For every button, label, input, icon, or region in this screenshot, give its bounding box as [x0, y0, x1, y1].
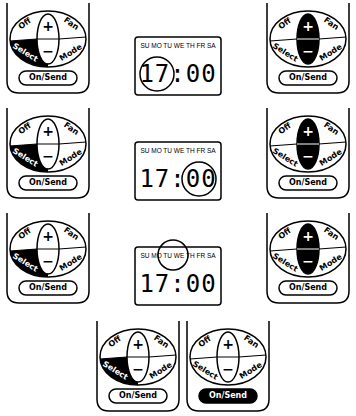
lcd-day-row: SU MO TU WE TH FR SA	[140, 43, 215, 50]
button-divider	[10, 144, 37, 146]
plus-button-label: +	[302, 229, 314, 243]
plus-minus-button	[127, 332, 149, 382]
button-divider	[59, 37, 86, 39]
minus-button-label: −	[42, 254, 54, 268]
remote-body	[187, 321, 269, 411]
button-divider	[37, 144, 59, 145]
plus-button-label: +	[132, 337, 144, 351]
remote-body	[267, 108, 349, 198]
remote-control	[267, 3, 349, 93]
lcd-time-display: 17:00	[139, 62, 216, 86]
button-divider	[127, 357, 149, 358]
plus-button-label: +	[302, 124, 314, 138]
button-divider	[319, 142, 346, 144]
lcd-frame	[135, 37, 221, 95]
send-button-label: On/Send	[289, 179, 327, 187]
plus-button-label: +	[302, 19, 314, 33]
remote-body	[7, 3, 89, 93]
lcd-day-row: SU MO TU WE TH FR SA	[140, 148, 215, 155]
send-button-label: On/Send	[29, 179, 67, 187]
plus-minus-button	[297, 119, 319, 169]
on-send-button	[109, 389, 167, 403]
remote-control	[3, 213, 89, 303]
button-divider	[297, 249, 319, 250]
on-send-button	[19, 281, 77, 295]
send-button-label: On/Send	[289, 284, 327, 292]
button-divider	[270, 39, 297, 41]
send-button-label: On/Send	[119, 392, 157, 400]
button-divider	[270, 249, 297, 251]
lcd-display	[135, 37, 221, 95]
plus-minus-button	[297, 14, 319, 64]
button-divider	[190, 357, 217, 359]
on-send-button	[199, 389, 257, 403]
remote-body	[97, 321, 179, 411]
on-send-button	[279, 176, 337, 190]
plus-button-label: +	[42, 124, 54, 138]
button-divider	[10, 39, 37, 41]
minus-button-label: −	[302, 149, 314, 163]
button-ring	[190, 329, 266, 385]
button-divider	[297, 39, 319, 40]
send-button-label: On/Send	[289, 74, 327, 82]
remote-body	[267, 3, 349, 93]
plus-minus-button	[37, 14, 59, 64]
plus-minus-button	[37, 224, 59, 274]
send-button-label: On/Send	[29, 74, 67, 82]
button-divider	[37, 39, 59, 40]
remote-control	[187, 321, 269, 411]
plus-button-label: +	[42, 19, 54, 33]
plus-minus-button	[37, 119, 59, 169]
remote-body	[267, 213, 349, 303]
button-divider	[319, 247, 346, 249]
button-ring	[270, 116, 346, 172]
button-divider	[59, 247, 86, 249]
remote-control	[267, 108, 349, 198]
lcd-day-row: SU MO TU WE TH FR SA	[140, 253, 215, 260]
button-divider	[100, 357, 127, 359]
button-ring	[270, 11, 346, 67]
minus-button-label: −	[302, 254, 314, 268]
button-divider	[270, 144, 297, 146]
remote-body	[7, 108, 89, 198]
on-send-button	[279, 71, 337, 85]
button-divider	[149, 355, 176, 357]
lcd-display	[135, 240, 221, 305]
lcd-frame	[135, 247, 221, 305]
lcd-frame	[135, 142, 221, 200]
lcd-time-display: 17:00	[139, 272, 216, 296]
remote-body	[7, 213, 89, 303]
on-send-button	[279, 281, 337, 295]
lcd-display	[135, 142, 221, 200]
button-divider	[297, 144, 319, 145]
plus-minus-button	[217, 332, 239, 382]
button-ring	[270, 221, 346, 277]
minus-button-label: −	[42, 44, 54, 58]
remote-control	[267, 213, 349, 303]
remote-control	[3, 108, 89, 198]
plus-minus-button	[297, 224, 319, 274]
button-divider	[217, 357, 239, 358]
plus-button-label: +	[222, 337, 234, 351]
remote-control	[3, 3, 89, 93]
minus-button-label: −	[42, 149, 54, 163]
button-divider	[239, 355, 266, 357]
plus-button-label: +	[42, 229, 54, 243]
button-divider	[319, 37, 346, 39]
button-divider	[37, 249, 59, 250]
on-send-button	[19, 176, 77, 190]
on-send-button	[19, 71, 77, 85]
lcd-time-display: 17:00	[139, 167, 216, 191]
remote-control	[93, 321, 179, 411]
minus-button-label: −	[132, 362, 144, 376]
minus-button-label: −	[222, 362, 234, 376]
minus-button-label: −	[302, 44, 314, 58]
send-button-label: On/Send	[29, 284, 67, 292]
send-button-label: On/Send	[209, 392, 247, 400]
button-divider	[59, 142, 86, 144]
button-divider	[10, 249, 37, 251]
